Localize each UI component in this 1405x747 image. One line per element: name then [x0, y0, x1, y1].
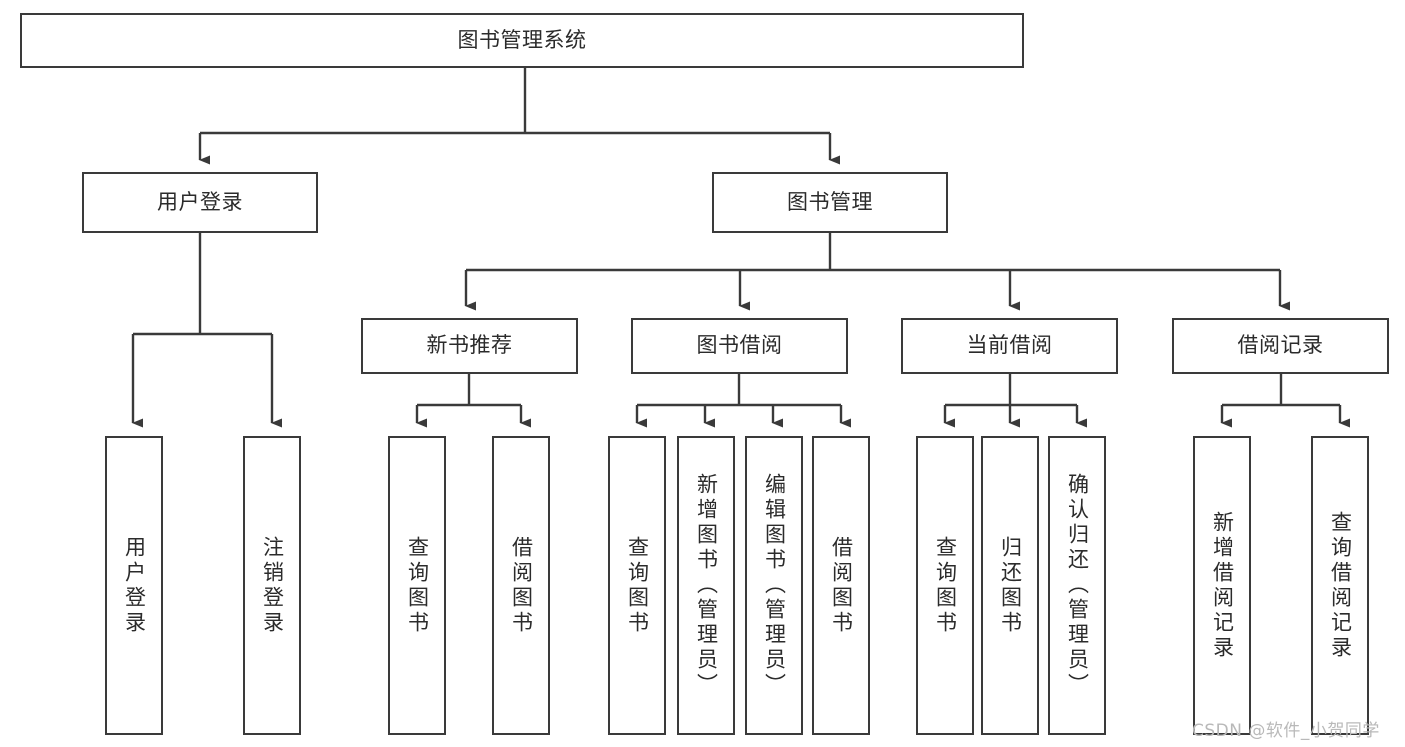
leaf-edit-book[interactable]: 编辑图书（管理员） — [745, 436, 803, 735]
node-current-borrow[interactable]: 当前借阅 — [901, 318, 1118, 374]
leaf-confirm-return-label: 确认归还（管理员） — [1065, 473, 1090, 698]
node-new-book-recommend-label: 新书推荐 — [426, 333, 513, 358]
leaf-query-book-2-label: 查询图书 — [625, 535, 650, 636]
node-user-login-label: 用户登录 — [157, 189, 243, 214]
node-book-borrow-label: 图书借阅 — [696, 333, 783, 358]
leaf-query-record[interactable]: 查询借阅记录 — [1311, 436, 1369, 735]
leaf-user-login[interactable]: 用户登录 — [105, 436, 163, 735]
leaf-query-book-1[interactable]: 查询图书 — [388, 436, 446, 735]
leaf-borrow-book-1-label: 借阅图书 — [509, 535, 534, 636]
node-root[interactable]: 图书管理系统 — [20, 13, 1024, 68]
leaf-return-book-label: 归还图书 — [998, 535, 1023, 636]
leaf-borrow-book-2[interactable]: 借阅图书 — [812, 436, 870, 735]
leaf-query-book-3[interactable]: 查询图书 — [916, 436, 974, 735]
node-book-management[interactable]: 图书管理 — [712, 172, 948, 233]
node-current-borrow-label: 当前借阅 — [966, 333, 1053, 358]
leaf-return-book[interactable]: 归还图书 — [981, 436, 1039, 735]
leaf-add-record[interactable]: 新增借阅记录 — [1193, 436, 1251, 735]
leaf-add-record-label: 新增借阅记录 — [1210, 510, 1235, 661]
leaf-logout[interactable]: 注销登录 — [243, 436, 301, 735]
leaf-borrow-book-2-label: 借阅图书 — [829, 535, 854, 636]
leaf-add-book[interactable]: 新增图书（管理员） — [677, 436, 735, 735]
node-book-management-label: 图书管理 — [787, 189, 873, 214]
leaf-confirm-return[interactable]: 确认归还（管理员） — [1048, 436, 1106, 735]
leaf-query-book-2[interactable]: 查询图书 — [608, 436, 666, 735]
leaf-query-record-label: 查询借阅记录 — [1328, 510, 1353, 661]
leaf-query-book-3-label: 查询图书 — [933, 535, 958, 636]
leaf-logout-label: 注销登录 — [260, 535, 285, 636]
node-borrow-record-label: 借阅记录 — [1237, 333, 1324, 358]
node-new-book-recommend[interactable]: 新书推荐 — [361, 318, 578, 374]
leaf-edit-book-label: 编辑图书（管理员） — [762, 473, 787, 698]
leaf-add-book-label: 新增图书（管理员） — [694, 473, 719, 698]
node-book-borrow[interactable]: 图书借阅 — [631, 318, 848, 374]
node-root-label: 图书管理系统 — [457, 27, 587, 52]
node-user-login[interactable]: 用户登录 — [82, 172, 318, 233]
leaf-borrow-book-1[interactable]: 借阅图书 — [492, 436, 550, 735]
node-borrow-record[interactable]: 借阅记录 — [1172, 318, 1389, 374]
leaf-query-book-1-label: 查询图书 — [405, 535, 430, 636]
leaf-user-login-label: 用户登录 — [122, 535, 147, 636]
